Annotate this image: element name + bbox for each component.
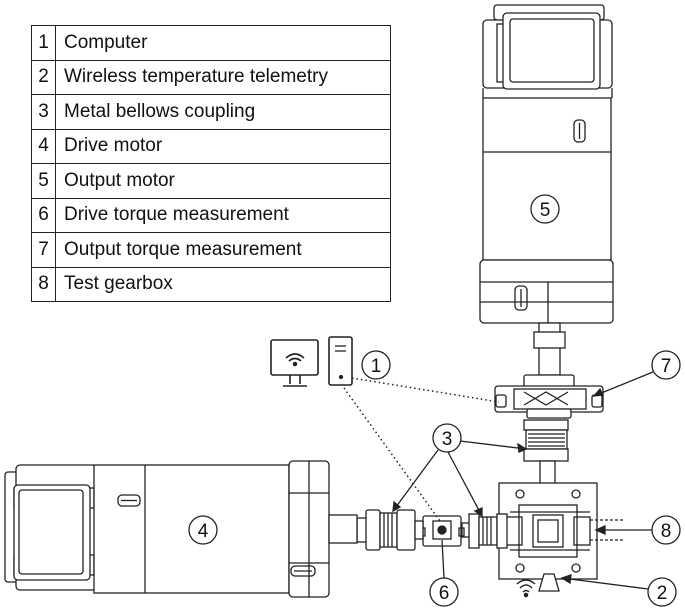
callout-label-6: 6 [439,583,450,604]
wireless-links [343,377,500,522]
callout-label-1: 1 [371,356,382,377]
callout-label-4: 4 [198,521,209,542]
legend-label: Drive motor [55,128,391,164]
legend-label: Computer [55,25,391,61]
legend-label: Output torque measurement [55,232,391,268]
output-shaft [533,322,566,376]
callouts [392,350,681,607]
legend-number: 1 [31,25,56,61]
legend-number: 5 [31,163,56,199]
legend-label: Metal bellows coupling [55,94,391,130]
output-torque-sensor [494,374,604,419]
legend-label: Test gearbox [55,266,391,302]
callout-label-5: 5 [540,200,551,221]
callout-circle-1 [361,350,391,380]
callout-label-2: 2 [657,583,668,604]
computer-icon [270,336,391,387]
callout-circle-3 [432,423,462,453]
output-motor [479,4,614,324]
callout-circle-4 [188,515,218,545]
callout-circle-7 [651,350,681,380]
legend-label: Wireless temperature telemetry [55,59,391,95]
callout-circle-2 [647,577,677,607]
telemetry-sensor [516,573,560,598]
bellows-coupling-left [356,509,424,551]
bellows-coupling-right [468,513,508,549]
drive-torque-sensor [419,515,465,547]
callout-label-8: 8 [661,521,672,542]
drive-motor [4,460,358,598]
callout-circle-5 [530,194,560,224]
legend-label: Drive torque measurement [55,197,391,233]
test-gearbox [498,482,625,580]
callout-label-7: 7 [661,356,672,377]
callout-label-3: 3 [442,429,453,450]
bellows-coupling-vertical [523,419,569,487]
legend-number: 8 [31,266,56,302]
